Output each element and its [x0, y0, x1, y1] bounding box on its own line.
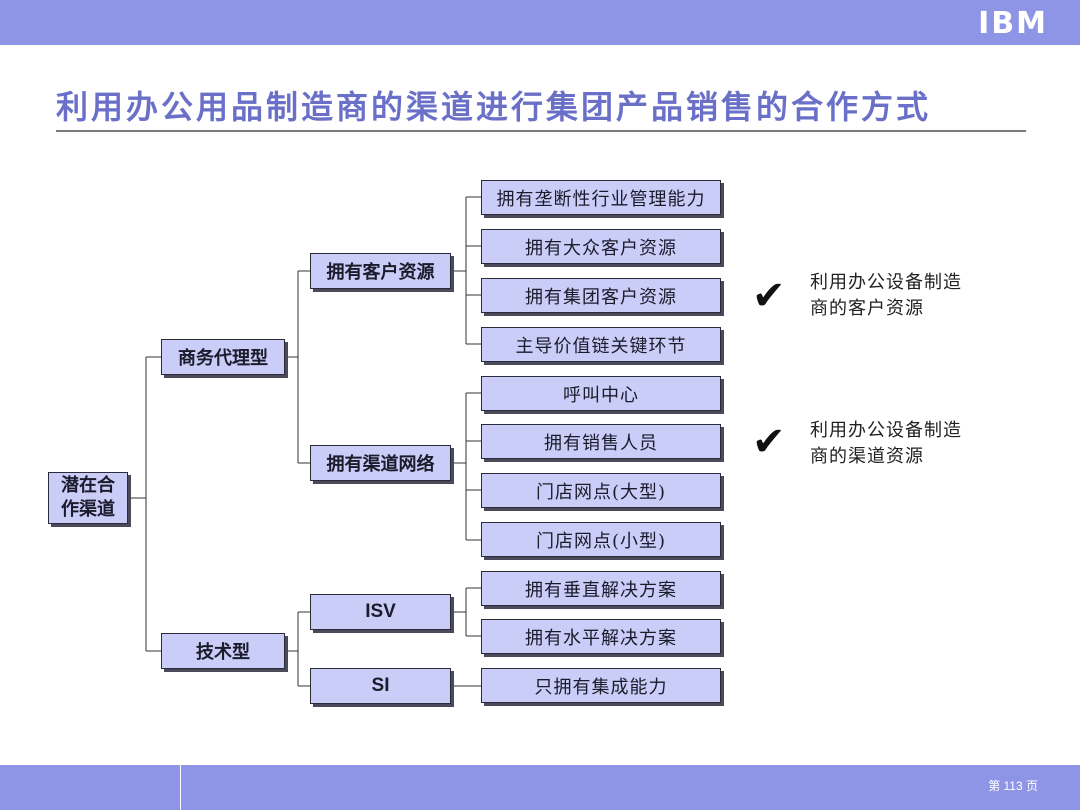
customer-resources-node: 拥有客户资源	[310, 253, 451, 289]
root-node: 潜在合 作渠道	[48, 472, 128, 524]
root-node-line1: 潜在合	[61, 475, 115, 496]
note-customer-line2: 商的客户资源	[810, 298, 924, 319]
ibm-logo: IBM	[978, 6, 1048, 41]
top-banner: IBM	[0, 0, 1080, 45]
bottom-banner: 第 113 页	[0, 765, 1080, 810]
leaf-group-customers: 拥有集团客户资源	[481, 278, 721, 313]
isv-node: ISV	[310, 594, 451, 630]
leaf-call-center: 呼叫中心	[481, 376, 721, 411]
leaf-large-stores: 门店网点(大型)	[481, 473, 721, 508]
note-channel-line1: 利用办公设备制造	[810, 420, 962, 441]
footer-divider	[180, 765, 181, 810]
note-channel-resources: 利用办公设备制造 商的渠道资源	[810, 418, 962, 470]
leaf-vertical-solutions: 拥有垂直解决方案	[481, 571, 721, 606]
page-number: 第 113 页	[988, 779, 1038, 793]
leaf-sales-staff: 拥有销售人员	[481, 424, 721, 459]
leaf-mass-customers: 拥有大众客户资源	[481, 229, 721, 264]
checkmark-icon: ✔	[752, 273, 786, 319]
channel-network-node: 拥有渠道网络	[310, 445, 451, 481]
leaf-small-stores: 门店网点(小型)	[481, 522, 721, 557]
technical-node: 技术型	[161, 633, 285, 669]
note-customer-resources: 利用办公设备制造 商的客户资源	[810, 270, 962, 322]
slide-title: 利用办公用品制造商的渠道进行集团产品销售的合作方式	[56, 88, 932, 126]
note-channel-line2: 商的渠道资源	[810, 446, 924, 467]
si-node: SI	[310, 668, 451, 704]
checkmark-icon: ✔	[752, 419, 786, 465]
leaf-value-chain: 主导价值链关键环节	[481, 327, 721, 362]
leaf-integration-only: 只拥有集成能力	[481, 668, 721, 703]
title-divider	[56, 130, 1026, 132]
root-node-line2: 作渠道	[61, 499, 115, 520]
leaf-monopoly-management: 拥有垄断性行业管理能力	[481, 180, 721, 215]
leaf-horizontal-solutions: 拥有水平解决方案	[481, 619, 721, 654]
note-customer-line1: 利用办公设备制造	[810, 272, 962, 293]
business-agent-node: 商务代理型	[161, 339, 285, 375]
